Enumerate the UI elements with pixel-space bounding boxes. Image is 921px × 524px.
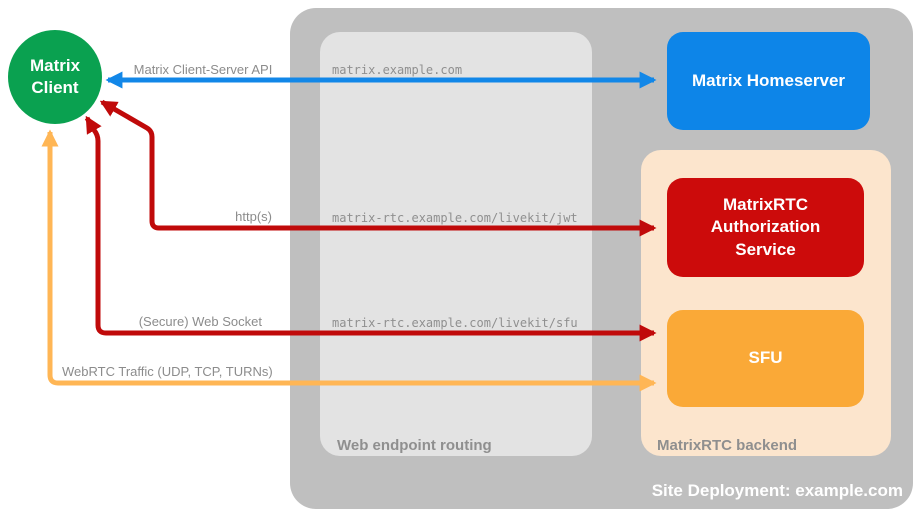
site-deployment-label: Site Deployment: example.com: [651, 481, 903, 500]
matrix-homeserver-node: Matrix Homeserver: [667, 32, 870, 130]
matrix-client-node: Matrix Client: [8, 30, 102, 124]
sfu-label: SFU: [748, 348, 783, 368]
web-endpoint-routing-label: Web endpoint routing: [337, 437, 492, 454]
endpoint-homeserver-label: matrix.example.com: [332, 63, 463, 77]
matrixrtc-authorization-service-node: MatrixRTC Authorization Service: [667, 178, 864, 277]
client-server-api-arrow-label: Matrix Client-Server API: [133, 62, 273, 77]
webrtc-traffic-arrow-label: WebRTC Traffic (UDP, TCP, TURNs): [62, 364, 273, 379]
https-arrow-label: http(s): [235, 209, 272, 224]
sfu-node: SFU: [667, 310, 864, 407]
matrixrtc-backend-label: MatrixRTC backend: [657, 437, 798, 454]
matrix-client-label-line1: Matrix: [29, 55, 81, 75]
auth-service-label-line2: Authorization: [710, 217, 821, 237]
web-endpoint-routing-container: [320, 32, 592, 456]
matrix-client-label-line2: Client: [31, 78, 79, 97]
endpoint-sfu-label: matrix-rtc.example.com/livekit/sfu: [332, 316, 578, 330]
web-socket-arrow-label: (Secure) Web Socket: [138, 314, 262, 329]
auth-service-label-line1: MatrixRTC: [722, 195, 808, 215]
auth-service-label-line3: Service: [735, 239, 796, 259]
matrix-homeserver-label: Matrix Homeserver: [691, 70, 846, 90]
endpoint-jwt-label: matrix-rtc.example.com/livekit/jwt: [332, 211, 578, 225]
